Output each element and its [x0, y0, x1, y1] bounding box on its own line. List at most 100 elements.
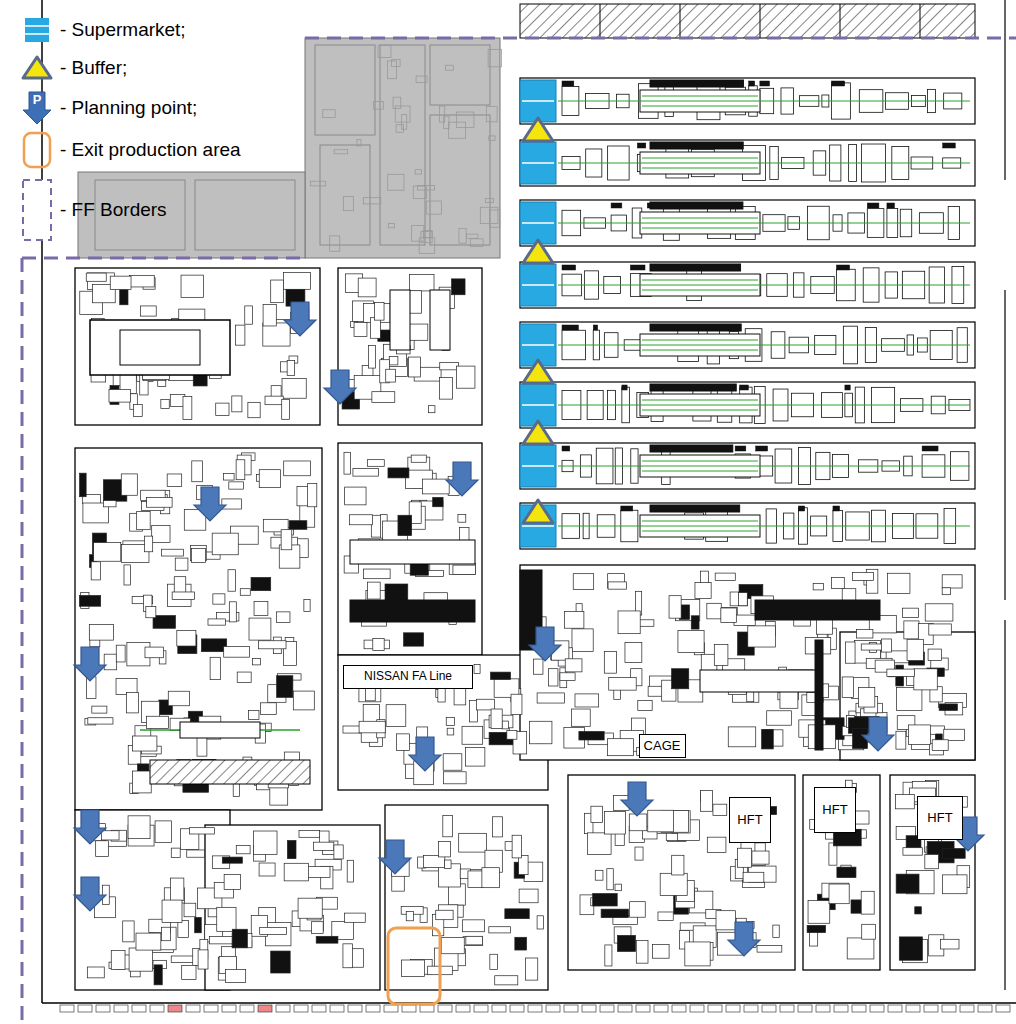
supermarket-stripe [522, 222, 554, 224]
machine [94, 542, 121, 561]
machine [743, 872, 764, 882]
machine [254, 602, 268, 616]
wall-bay [186, 1005, 200, 1012]
exit-area [388, 928, 440, 1004]
ff-border [21, 258, 24, 1024]
planning-point [446, 462, 478, 496]
machine [452, 279, 465, 295]
wall-bay [744, 1005, 758, 1012]
production-line [520, 200, 975, 246]
rack [755, 600, 880, 620]
machine [229, 482, 244, 489]
machine [363, 303, 390, 322]
machine [183, 396, 192, 419]
machine [386, 369, 396, 382]
machine [669, 596, 681, 618]
machine [896, 731, 906, 749]
grey-detail [486, 106, 497, 121]
grey-detail [480, 207, 498, 223]
planning-point [409, 737, 441, 771]
machine [756, 446, 768, 451]
buffer-symbol [523, 240, 553, 263]
machine [807, 925, 825, 932]
conveyor-line [558, 223, 970, 224]
machine [549, 669, 558, 686]
machine [386, 705, 406, 727]
machine [343, 944, 352, 968]
machine [79, 596, 100, 607]
supermarket-stripe [522, 344, 554, 346]
wall-bay [582, 1005, 596, 1012]
machine [192, 461, 203, 482]
legend-sample-art [20, 54, 54, 82]
machine [939, 704, 957, 710]
buffer-symbol [523, 421, 553, 444]
grey-detail [488, 49, 501, 66]
machine [128, 816, 150, 839]
machine [198, 950, 208, 969]
legend-row: P- Planning point; [14, 90, 304, 126]
machine [401, 960, 424, 977]
machine [96, 841, 109, 857]
machine [859, 688, 875, 708]
conveyor-line [558, 526, 970, 527]
planning-point [23, 92, 51, 124]
machine [845, 385, 850, 390]
machine [147, 498, 172, 508]
machine [283, 273, 310, 290]
machine [217, 907, 236, 931]
machine [406, 912, 413, 921]
machine [171, 878, 184, 900]
band-divider [920, 4, 921, 38]
machine [721, 608, 736, 622]
machine [685, 942, 710, 966]
grey-detail [413, 186, 426, 198]
wall-bay [96, 1005, 110, 1012]
machine [145, 647, 164, 658]
machine [593, 894, 618, 906]
wall-bay [438, 1005, 452, 1012]
machine [648, 810, 674, 832]
machine [658, 912, 673, 920]
planning-point [728, 922, 760, 956]
production-area [75, 268, 320, 425]
machine [154, 965, 162, 985]
machine [235, 325, 244, 345]
conveyor-line [558, 163, 970, 164]
legend-text: - Planning point; [60, 97, 197, 119]
legend-sample-art [22, 16, 52, 44]
machine [799, 506, 805, 511]
grey-detail [380, 45, 425, 245]
machine [630, 265, 645, 270]
machine [187, 850, 205, 857]
machine [441, 937, 464, 953]
machine [236, 460, 245, 480]
machine [466, 748, 485, 767]
machine [653, 944, 670, 958]
production-area [840, 632, 975, 760]
machine [146, 716, 168, 728]
border-sample [23, 180, 51, 240]
buffer-symbol [523, 360, 553, 383]
machine [245, 306, 253, 324]
machine [404, 633, 424, 646]
machine [440, 378, 453, 400]
conveyor-line [642, 158, 758, 159]
line-frame [650, 142, 743, 149]
machine [449, 563, 475, 574]
machine [345, 487, 366, 505]
machine [222, 857, 242, 863]
wall-bay [600, 1005, 614, 1012]
machine [922, 446, 938, 451]
machine [304, 599, 310, 611]
machine [224, 646, 250, 657]
machine [260, 703, 276, 715]
machine [907, 639, 923, 660]
wall-bay [294, 1005, 308, 1012]
band-divider [600, 4, 601, 38]
machine [715, 573, 735, 580]
conveyor-line [642, 471, 758, 472]
machine [229, 602, 236, 622]
grey-detail [334, 150, 348, 154]
machine [129, 948, 152, 971]
